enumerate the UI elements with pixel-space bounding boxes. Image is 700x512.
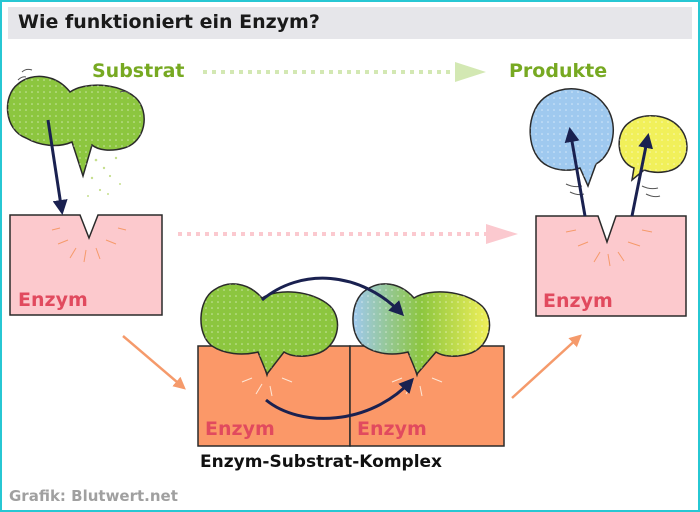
motion-lines	[17, 68, 131, 95]
substrate-dust	[87, 156, 121, 197]
active-site-sparks	[51, 227, 127, 263]
enzyme-to-enzyme-arrow	[178, 224, 518, 244]
complex-label: Enzym-Substrat-Komplex	[200, 452, 443, 472]
complex-substrate-transition	[352, 283, 491, 376]
credit-text: Grafik: Blutwert.net	[9, 487, 178, 505]
release-arrow-blue	[564, 127, 587, 217]
enzyme-label-complex-right: Enzym	[357, 418, 427, 440]
enzyme-label-left: Enzym	[18, 289, 88, 311]
substrate-left	[6, 75, 145, 179]
title-bar: Wie funktioniert ein Enzym?	[8, 7, 692, 39]
enzyme-left	[9, 214, 163, 316]
products-label: Produkte	[509, 60, 608, 82]
enzyme-right	[535, 215, 687, 317]
enzyme-label-right: Enzym	[543, 290, 613, 312]
product-motion-lines	[565, 183, 661, 198]
transform-arrow-top	[261, 276, 405, 317]
product-yellow	[618, 115, 688, 182]
release-arrow-yellow	[630, 133, 654, 217]
transform-arrow-bottom	[265, 377, 415, 420]
substrate-label: Substrat	[92, 60, 185, 82]
arrow-from-complex	[511, 334, 582, 399]
substrate-to-products-arrow	[203, 62, 486, 82]
enzyme-label-complex-left: Enzym	[205, 418, 275, 440]
complex-substrate-green	[200, 283, 339, 376]
binding-arrow-left	[46, 119, 68, 215]
page-title: Wie funktioniert ein Enzym?	[18, 11, 320, 33]
arrow-to-complex	[122, 335, 186, 390]
